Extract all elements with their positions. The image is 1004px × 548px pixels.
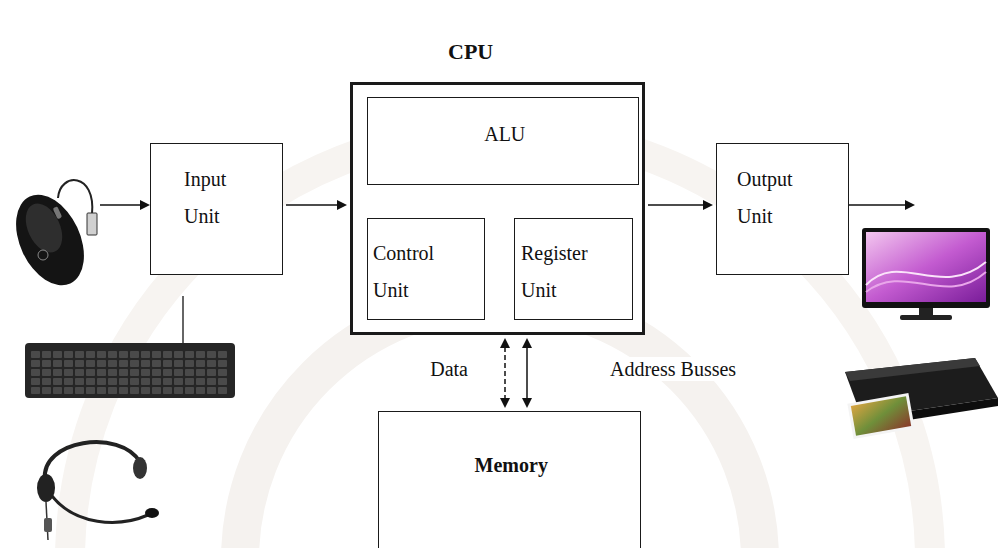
headset-icon [37, 442, 159, 540]
photo [851, 396, 911, 435]
connector [648, 200, 713, 210]
keyboard-icon [25, 343, 235, 398]
ring [240, 300, 760, 548]
arrow-head [140, 200, 150, 210]
photo-paper [847, 393, 914, 439]
bus-line [526, 347, 528, 399]
output-unit-box: Output Unit [716, 143, 849, 275]
bus-line [286, 204, 338, 206]
printer-icon [845, 358, 998, 439]
bus-label: Data [428, 357, 470, 381]
monitor-neck [919, 308, 933, 316]
arrow-head [522, 338, 532, 348]
ear-pad [133, 457, 147, 479]
dashed-bus-line [504, 347, 506, 399]
arrow-head [905, 200, 915, 210]
register-unit-box: Register Unit [514, 218, 633, 320]
cpu-heading: CPU [448, 33, 493, 70]
keyboard-keys [30, 350, 228, 395]
monitor-screen [866, 232, 986, 302]
monitor-frame [862, 228, 990, 308]
connector [500, 338, 510, 408]
arrow-head [500, 398, 510, 408]
unit-label: Control Unit [373, 235, 434, 309]
input-arrow [100, 200, 150, 210]
microphone [145, 508, 159, 518]
headband [45, 442, 140, 480]
usb-plug [87, 213, 97, 235]
mouse-shine [19, 198, 70, 259]
arrow-head [337, 200, 347, 210]
mic-boom [52, 496, 148, 522]
mouse-body [3, 184, 98, 296]
cpu-box: CPUALUControl UnitRegister Unit [350, 82, 645, 335]
mouse-logo [38, 250, 48, 260]
printer-top [845, 358, 980, 381]
arrow-head [522, 398, 532, 408]
alu-box: ALU [367, 97, 639, 185]
control-unit-box: Control Unit [367, 218, 485, 320]
unit-label: Register Unit [521, 235, 588, 309]
memory-box: Memory [378, 411, 641, 548]
unit-label: ALU [372, 116, 638, 153]
monitor-icon [862, 228, 990, 320]
arrow-line [100, 204, 140, 206]
inline-control [44, 518, 52, 532]
connector [286, 200, 347, 210]
mouse-icon [3, 180, 98, 296]
unit-label: Memory [383, 447, 640, 484]
input-unit-box: Input Unit [150, 143, 283, 275]
keyboard-wire [182, 296, 184, 345]
unit-label: Output Unit [737, 161, 793, 235]
arrow-head [703, 200, 713, 210]
monitor-base [900, 315, 952, 320]
mouse-wheel [53, 206, 63, 219]
unit-label: Input Unit [184, 161, 226, 235]
arrow-line [849, 204, 905, 206]
screen-wave [866, 272, 986, 292]
arrow-head [500, 338, 510, 348]
bus-label: Address Busses [608, 357, 738, 381]
bus-line [648, 204, 704, 206]
connector [522, 338, 532, 408]
output-arrow [849, 200, 915, 210]
screen-wave [866, 262, 986, 285]
keyboard-body [25, 343, 235, 398]
